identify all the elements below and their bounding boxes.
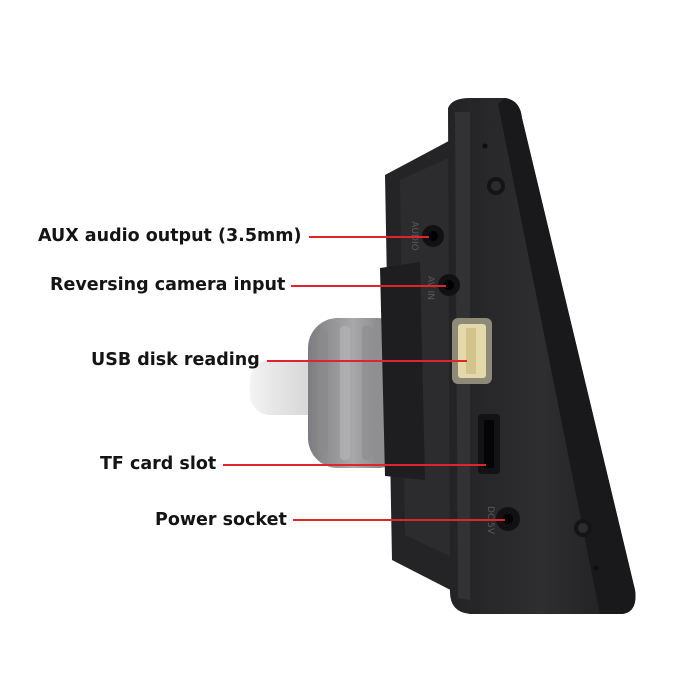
port-mark-av: AV IN — [425, 276, 435, 300]
power-port — [496, 507, 520, 531]
tf-card-slot — [478, 414, 500, 474]
leader-line-usb — [267, 360, 467, 362]
aux-jack-port — [422, 225, 444, 247]
callout-label-usb: USB disk reading — [91, 350, 260, 370]
screw-icon — [574, 519, 592, 537]
usb-port — [452, 318, 492, 384]
callout-label-aux: AUX audio output (3.5mm) — [38, 226, 302, 246]
callout-label-reverse: Reversing camera input — [50, 275, 286, 295]
callout-label-tf: TF card slot — [100, 454, 217, 474]
leader-line-aux — [309, 236, 429, 238]
mic-hole-icon — [593, 565, 599, 571]
screw-icon — [487, 177, 505, 195]
leader-line-reverse — [291, 285, 446, 287]
device-screen-frame — [448, 98, 636, 614]
leader-line-tf — [223, 464, 486, 466]
callout-label-power: Power socket — [155, 510, 287, 530]
av-in-port — [438, 274, 460, 296]
mic-hole-icon — [482, 143, 488, 149]
leader-line-power — [293, 519, 505, 521]
